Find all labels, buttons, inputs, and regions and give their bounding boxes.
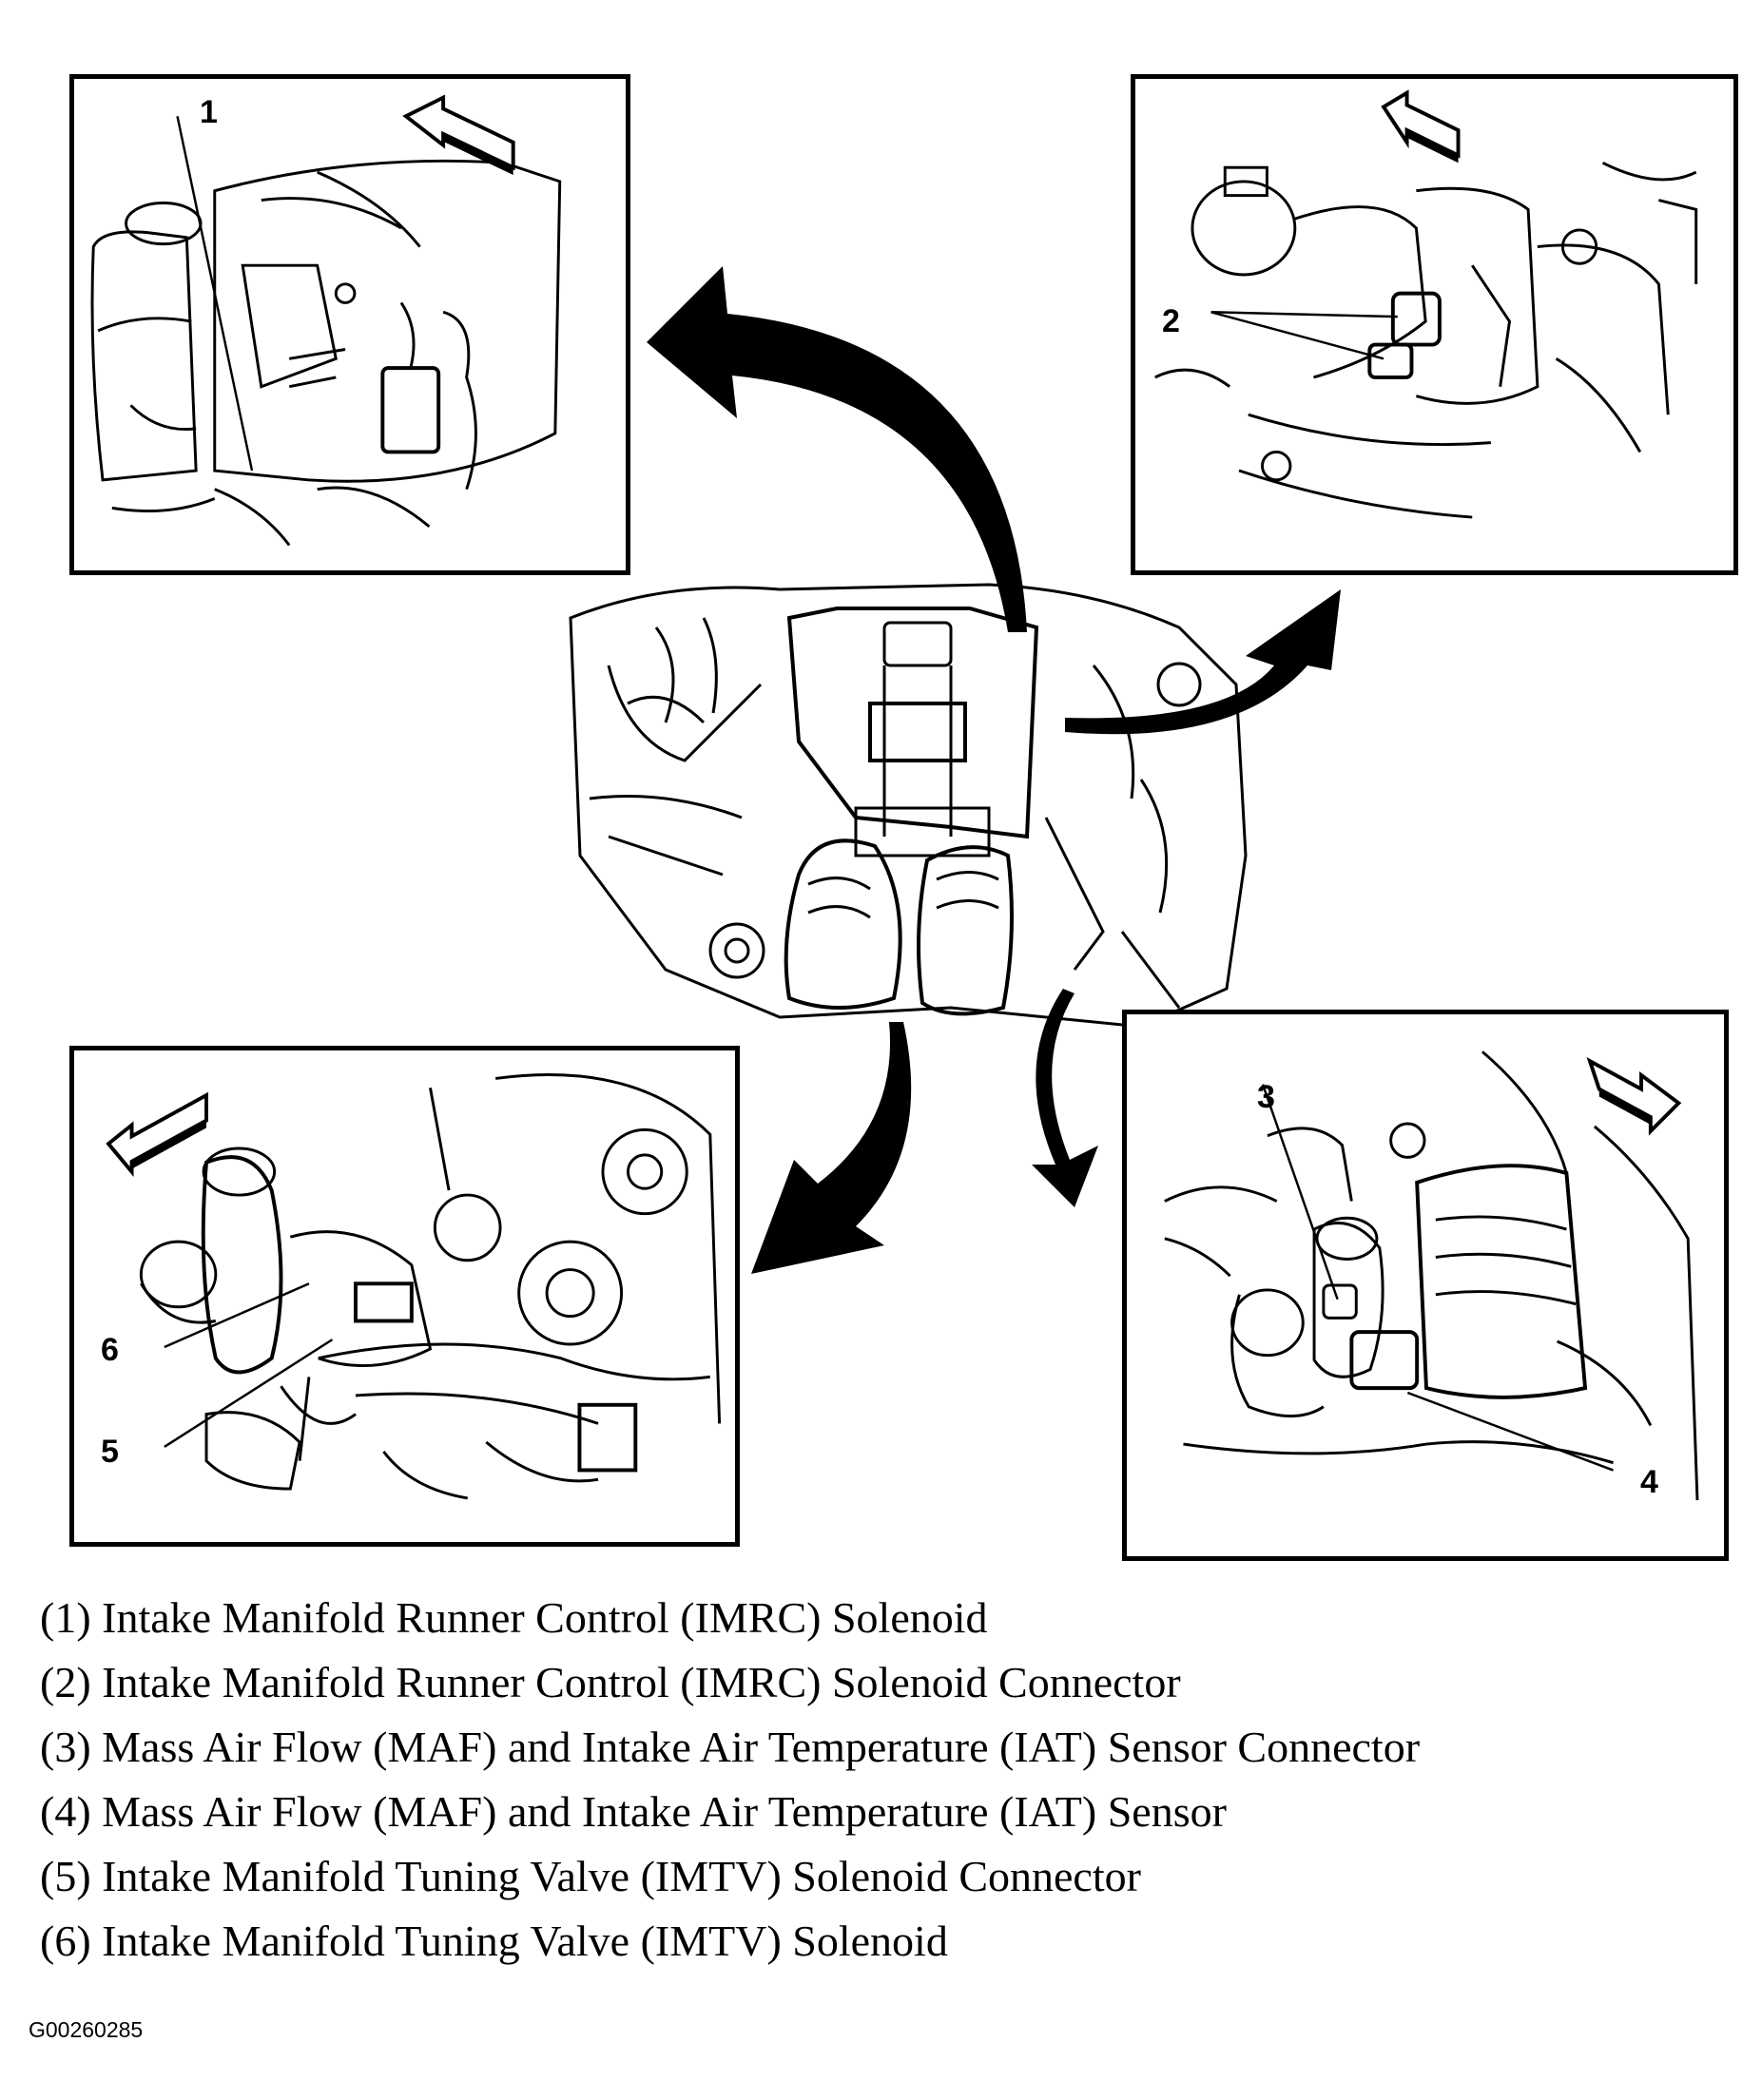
detail-panel-imtv-solenoid: 6 5 bbox=[69, 1046, 740, 1547]
legend-item-2: (2) Intake Manifold Runner Control (IMRC… bbox=[40, 1658, 1181, 1706]
curved-pointer-arrow-icon bbox=[647, 266, 1341, 1274]
direction-arrow-icon bbox=[106, 1091, 208, 1177]
center-engine-illustration bbox=[569, 583, 1248, 1029]
component-legend: (1) Intake Manifold Runner Control (IMRC… bbox=[40, 1586, 1656, 1974]
callout-1: 1 bbox=[200, 94, 218, 130]
imrc-connector-illustration bbox=[1154, 89, 1698, 519]
figure-id: G00260285 bbox=[29, 2017, 144, 2042]
legend-item-6: (6) Intake Manifold Tuning Valve (IMTV) … bbox=[40, 1917, 948, 1965]
legend-item-3: (3) Mass Air Flow (MAF) and Intake Air T… bbox=[40, 1723, 1421, 1771]
direction-arrow-icon bbox=[1586, 1057, 1682, 1136]
imrc-solenoid-illustration bbox=[90, 94, 562, 547]
detail-panel-maf-iat-sensor: 3 4 bbox=[1122, 1010, 1729, 1561]
direction-arrow-icon bbox=[402, 94, 515, 176]
detail-panel-imrc-solenoid: 1 bbox=[69, 74, 630, 575]
legend-item-5: (5) Intake Manifold Tuning Valve (IMTV) … bbox=[40, 1852, 1141, 1900]
legend-item-1: (1) Intake Manifold Runner Control (IMRC… bbox=[40, 1593, 988, 1642]
legend-item-4: (4) Mass Air Flow (MAF) and Intake Air T… bbox=[40, 1787, 1227, 1836]
callout-5: 5 bbox=[101, 1434, 119, 1470]
callout-2: 2 bbox=[1162, 303, 1180, 339]
callout-6: 6 bbox=[101, 1332, 119, 1368]
callout-4: 4 bbox=[1640, 1464, 1658, 1500]
maf-iat-sensor-illustration bbox=[1164, 1050, 1699, 1501]
detail-panel-imrc-connector: 2 bbox=[1131, 74, 1738, 575]
callout-3: 3 bbox=[1257, 1079, 1275, 1115]
direction-arrow-icon bbox=[1381, 89, 1461, 164]
imtv-solenoid-illustration bbox=[106, 1073, 722, 1500]
